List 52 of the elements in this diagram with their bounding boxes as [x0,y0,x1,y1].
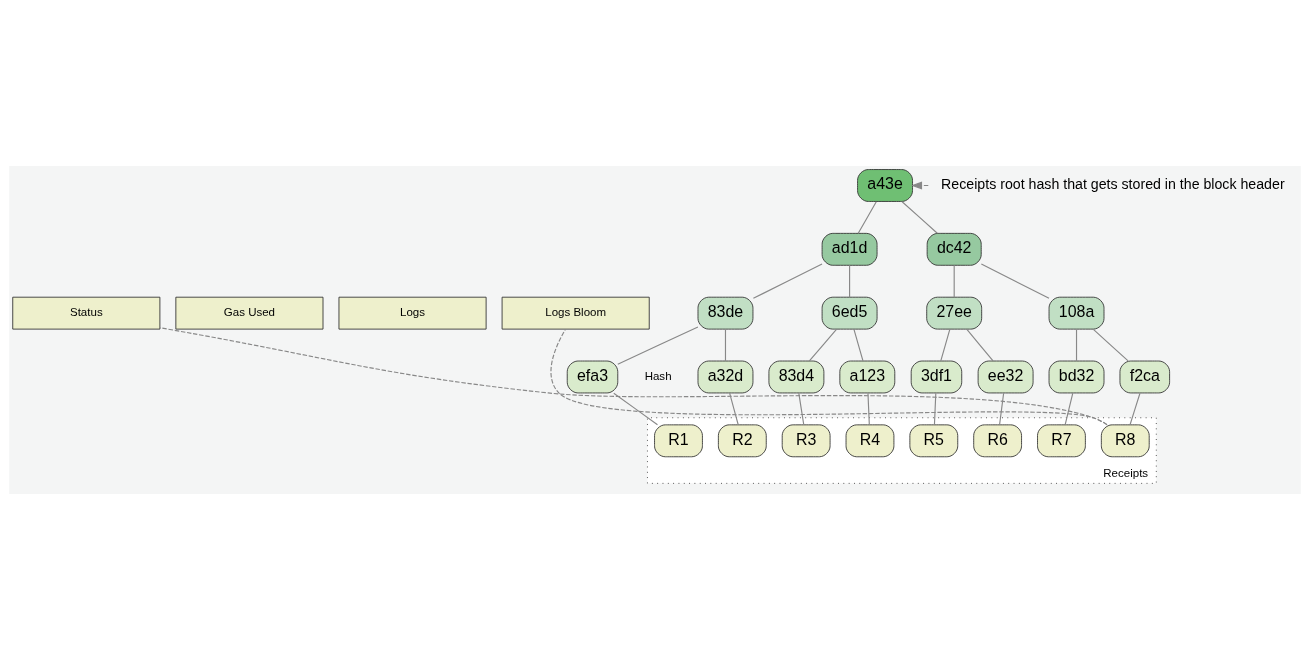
node-box: a123 [839,360,896,394]
node-box: 3df1 [910,360,963,394]
node-box: ee32 [977,360,1034,394]
node-box: R5 [909,424,959,458]
node-box: ad1d [821,232,878,266]
connector [752,263,823,299]
node-box: R6 [973,424,1022,458]
connector [999,392,1005,426]
node-box: Logs Bloom [501,296,650,330]
node-box: 6ed5 [821,296,878,330]
node-box: efa3 [566,360,619,394]
connector [617,326,699,365]
node-text: Receipts root hash that gets stored in the block header [941,175,1285,192]
connector [1075,328,1078,362]
node-box: a32d [697,360,754,394]
node-box: f2ca [1119,360,1171,394]
node-box: R2 [717,424,767,458]
connector [613,392,659,426]
connector [966,328,994,362]
connector [729,392,739,426]
node-box: R3 [781,424,831,458]
connector [849,264,851,298]
connector [933,392,937,426]
node-box: R1 [654,424,703,458]
node-box: Gas Used [175,296,324,330]
connector [853,328,864,362]
connector [1064,392,1074,426]
node-box: Logs [338,296,487,330]
connector [808,328,837,362]
connector [724,328,727,362]
node-box: 83de [697,296,754,330]
connector [1092,328,1129,362]
node-box: R4 [845,424,895,458]
node-box: 27ee [926,296,983,330]
node-box: R7 [1037,424,1086,458]
node-box: 108a [1048,296,1105,330]
connector [940,328,951,362]
node-box: bd32 [1048,360,1105,394]
node-box: R8 [1100,424,1150,458]
connector [857,201,877,234]
connector [980,263,1050,299]
connector [867,392,870,426]
arrow [910,181,929,190]
label: Hash [644,370,672,382]
connector [1129,392,1141,426]
node-box: dc42 [926,232,982,266]
connector [953,264,955,298]
node-box: 83d4 [768,360,825,394]
connector [798,392,805,426]
node-box: a43e [857,169,913,202]
connector [901,201,938,234]
node-box: Status [12,296,161,330]
